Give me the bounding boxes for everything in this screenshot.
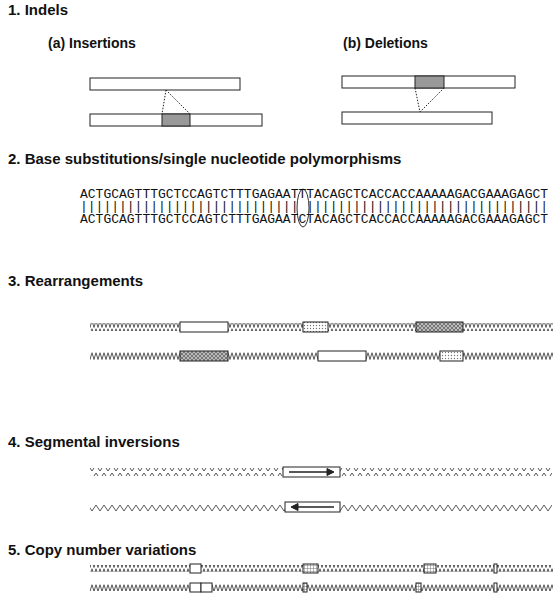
copy-segment	[494, 564, 497, 573]
section-heading: 4. Segmental inversions	[8, 434, 180, 451]
deleted-segment	[415, 76, 444, 88]
direction-arrow	[289, 471, 333, 472]
subsection-heading: (b) Deletions	[343, 36, 428, 51]
wavy-strand	[90, 352, 553, 360]
segment-white	[180, 322, 228, 332]
arrow-head	[327, 469, 334, 476]
wavy-strand	[90, 323, 553, 331]
copy-segment	[303, 583, 307, 592]
section-heading: 2. Base substitutions/single nucleotide …	[8, 151, 401, 168]
dotted-guide	[162, 90, 190, 114]
rearrangement-illustration	[90, 322, 553, 361]
copy-segment	[190, 583, 201, 592]
segment-dotted	[440, 351, 463, 361]
wavy-strand	[90, 503, 552, 511]
copy-segment	[190, 564, 201, 573]
copy-segment	[303, 564, 318, 573]
inverted-segment	[285, 502, 340, 512]
wavy-strand	[90, 565, 553, 572]
copy-segment	[201, 583, 212, 592]
section-heading: 1. Indels	[8, 2, 68, 19]
deletion-illustration	[342, 76, 515, 124]
wavy-strand	[90, 468, 552, 476]
inverted-segment	[283, 467, 340, 477]
inserted-segment	[162, 114, 190, 126]
copy-segment	[416, 583, 421, 592]
dna-segment	[342, 112, 492, 124]
dna-segment	[342, 76, 515, 88]
copy-segment	[424, 564, 436, 573]
dna-sequence: ACTGCAGTTTGCTCCAGTCTTTGAGAATCTACAGCTCACC…	[80, 213, 548, 227]
cnv-illustration	[90, 564, 553, 592]
segment-hatched	[180, 351, 228, 361]
section-heading: 5. Copy number variations	[8, 542, 196, 559]
segment-hatched	[416, 322, 463, 332]
copy-segment	[494, 583, 497, 592]
section-heading: 3. Rearrangements	[8, 273, 143, 290]
inversion-illustration	[90, 467, 552, 512]
dna-segment	[90, 78, 240, 90]
dotted-guide	[415, 88, 444, 112]
arrow-head	[291, 504, 298, 511]
subsection-heading: (a) Insertions	[48, 36, 136, 51]
segment-dotted	[303, 322, 328, 332]
segment-white	[318, 351, 366, 361]
insertion-illustration	[90, 78, 262, 126]
dna-segment	[90, 114, 262, 126]
wavy-strand	[90, 584, 553, 591]
